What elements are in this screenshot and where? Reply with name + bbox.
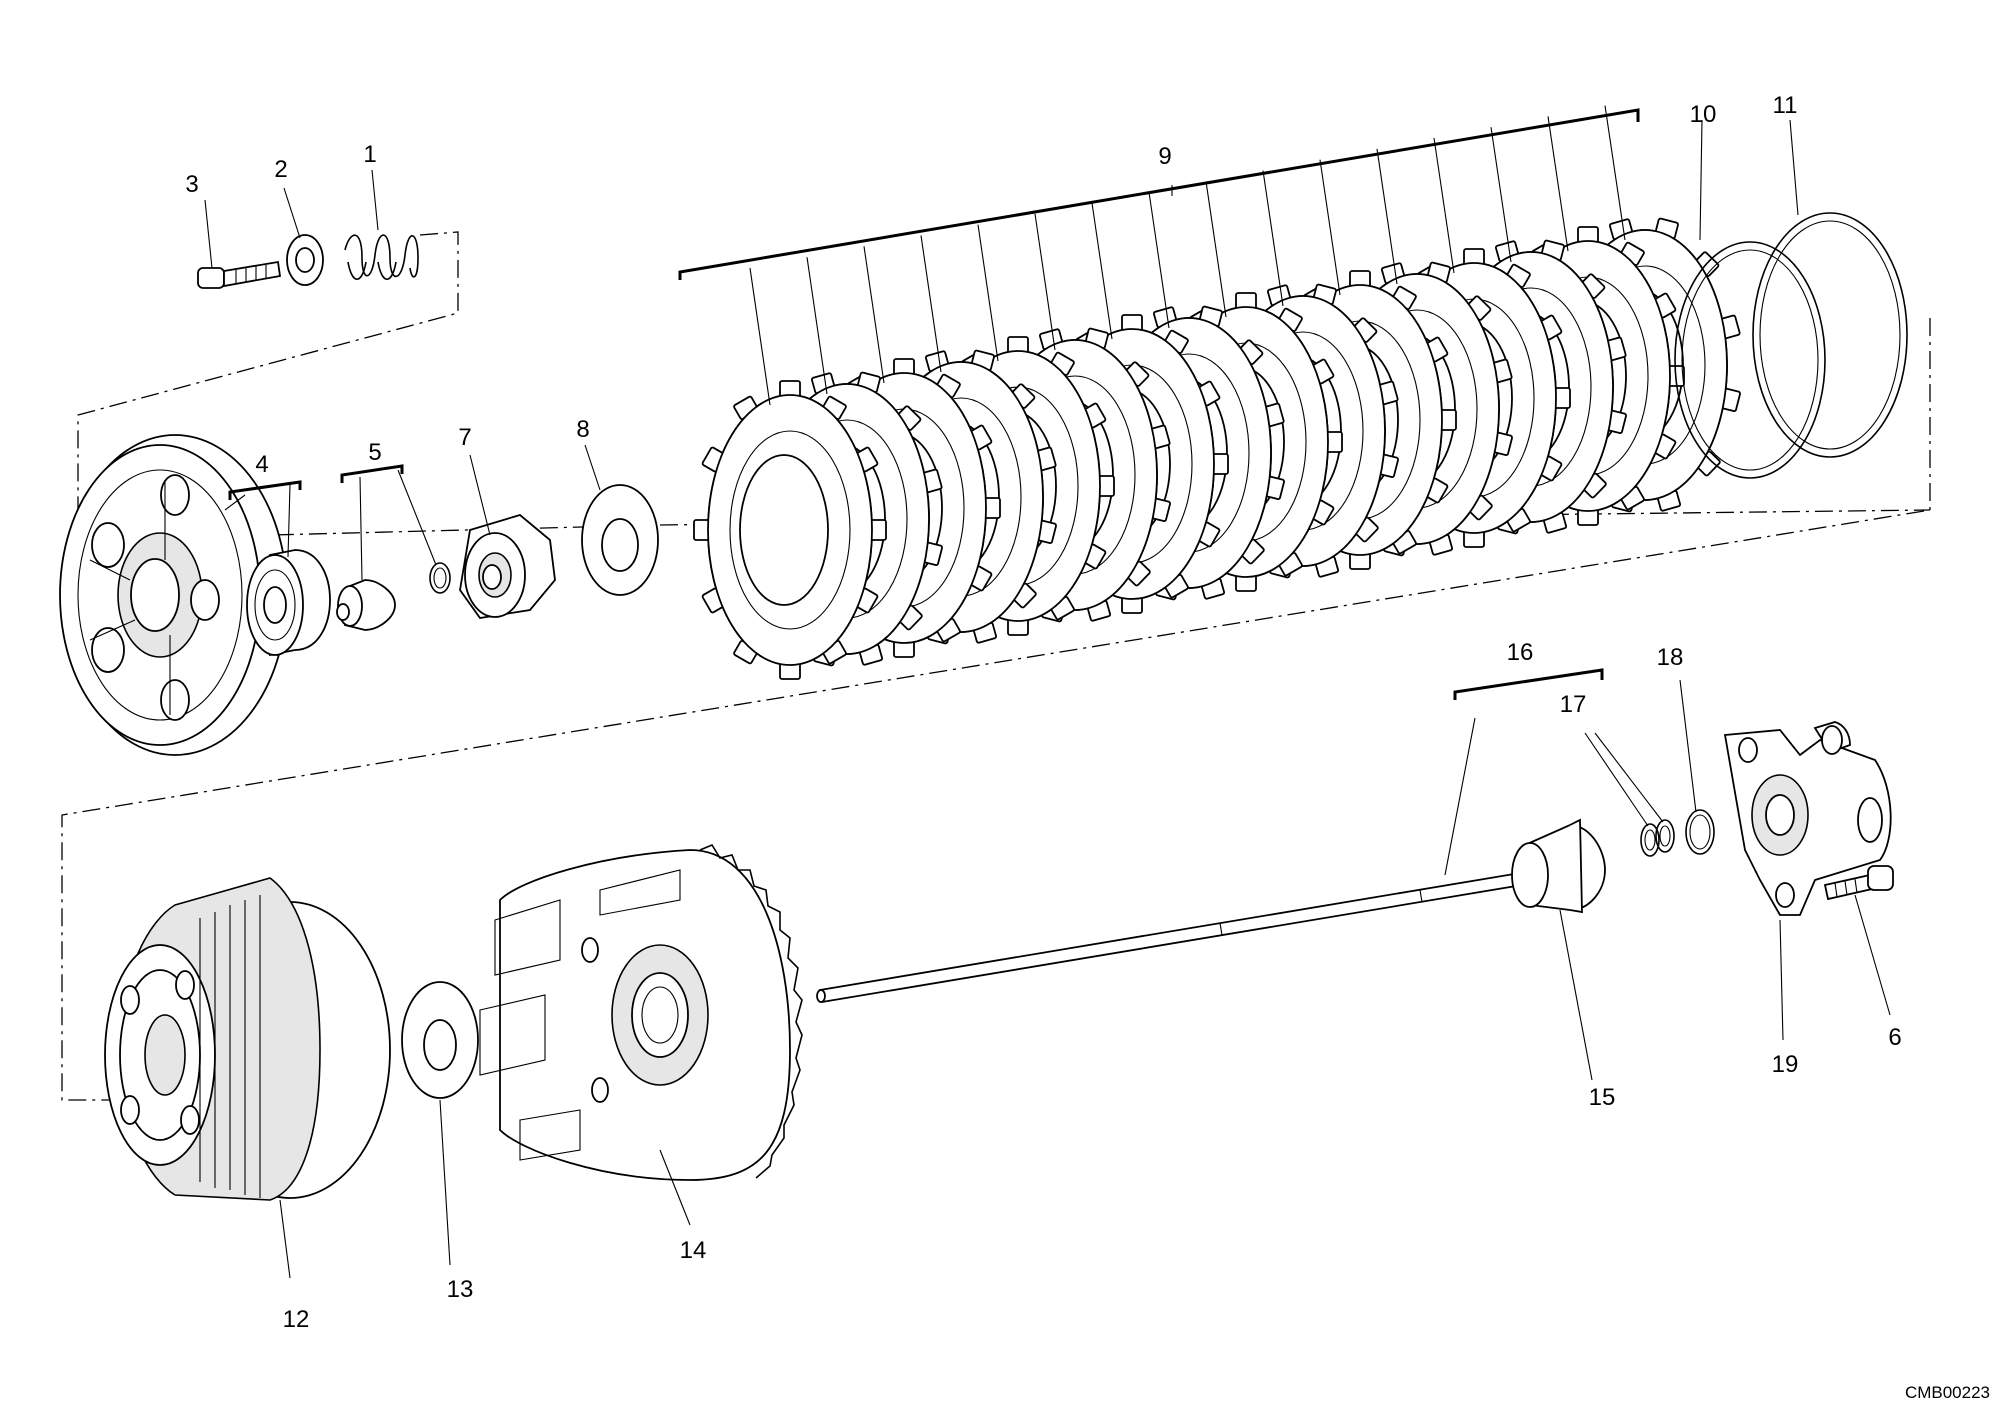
- callout-10: 10: [1690, 101, 1717, 128]
- part-10-ring: [1674, 241, 1826, 479]
- callout-3: 3: [185, 171, 198, 198]
- part-5-push-piece: [336, 579, 396, 631]
- callout-7: 7: [458, 424, 471, 451]
- callout-4: 4: [255, 451, 268, 478]
- callout-17: 17: [1560, 691, 1587, 718]
- push-rod: [816, 871, 1524, 1004]
- part-19-slave-cylinder: [1723, 721, 1892, 916]
- callout-1: 1: [363, 141, 376, 168]
- part-7-nut: [459, 513, 556, 619]
- callout-2: 2: [274, 156, 287, 183]
- part-13-washer: [401, 981, 479, 1099]
- callout-13: 13: [447, 1276, 474, 1303]
- callout-9: 9: [1158, 143, 1171, 170]
- part-1-spring: [344, 234, 419, 281]
- callout-15: 15: [1589, 1084, 1616, 1111]
- callout-5: 5: [368, 439, 381, 466]
- callout-labels: 1 2 3 4 5 6 7 8 9 10 11 12 13 14 15 16 1…: [185, 92, 1901, 1333]
- part-5-circlip: [429, 562, 451, 594]
- part-15-bushing: [1511, 818, 1606, 914]
- part-12-clutch-hub: [104, 877, 391, 1201]
- part-3-screw: [197, 260, 282, 289]
- callout-6: 6: [1888, 1024, 1901, 1051]
- part-2-cup-washer: [286, 234, 324, 286]
- callout-18: 18: [1657, 644, 1684, 671]
- part-8-washer: [581, 484, 659, 596]
- brackets: [228, 108, 1640, 700]
- part-17-seals: [1640, 819, 1675, 857]
- pressure-plate: [59, 434, 288, 756]
- drawing-code: CMB00223: [1905, 1383, 1990, 1402]
- part-9-clutch-plates: [693, 105, 1741, 680]
- callout-12: 12: [283, 1306, 310, 1333]
- part-18-circlip: [1685, 809, 1715, 855]
- callout-19: 19: [1772, 1051, 1799, 1078]
- part-11-ring: [1752, 212, 1908, 458]
- callout-8: 8: [576, 416, 589, 443]
- callout-11: 11: [1773, 92, 1798, 119]
- part-14-clutch-basket: [479, 843, 803, 1181]
- leader-lines: [204, 119, 1891, 1279]
- clutch-plate: [693, 267, 887, 680]
- callout-14: 14: [680, 1237, 707, 1264]
- callout-16: 16: [1507, 639, 1534, 666]
- part-4-bearing: [246, 549, 331, 657]
- part-6-screw: [1823, 865, 1894, 901]
